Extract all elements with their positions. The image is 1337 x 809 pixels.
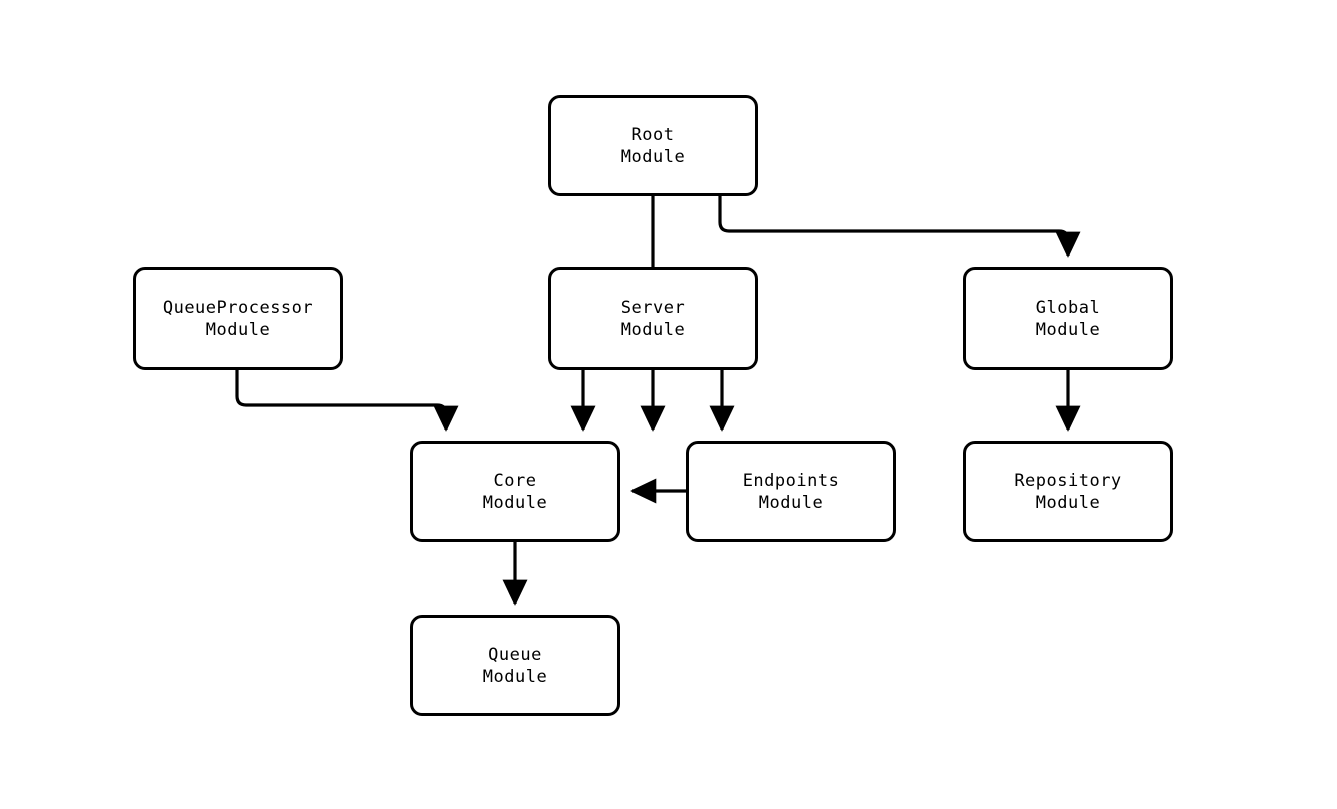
node-core-module[interactable]: Core Module bbox=[410, 441, 620, 542]
node-queueprocessor-module[interactable]: QueueProcessor Module bbox=[133, 267, 343, 370]
node-queueprocessor-module-line1: QueueProcessor bbox=[162, 297, 314, 318]
node-queue-module-line2: Module bbox=[482, 666, 548, 687]
edge-root-to-global bbox=[718, 196, 1081, 258]
node-root-module[interactable]: Root Module bbox=[548, 95, 758, 196]
node-root-module-line1: Root bbox=[631, 124, 675, 145]
node-core-module-line2: Module bbox=[482, 492, 548, 513]
node-server-module[interactable]: Server Module bbox=[548, 267, 758, 370]
node-root-module-line2: Module bbox=[620, 146, 686, 167]
node-global-module[interactable]: Global Module bbox=[963, 267, 1173, 370]
node-queueprocessor-module-line2: Module bbox=[205, 319, 271, 340]
node-queue-module-line1: Queue bbox=[488, 644, 542, 665]
node-global-module-line1: Global bbox=[1035, 297, 1101, 318]
node-queue-module[interactable]: Queue Module bbox=[410, 615, 620, 716]
node-endpoints-module-line2: Module bbox=[758, 492, 824, 513]
node-repository-module-line1: Repository bbox=[1014, 470, 1122, 491]
node-server-module-line2: Module bbox=[620, 319, 686, 340]
node-endpoints-module-line1: Endpoints bbox=[742, 470, 840, 491]
node-repository-module[interactable]: Repository Module bbox=[963, 441, 1173, 542]
node-global-module-line2: Module bbox=[1035, 319, 1101, 340]
node-server-module-line1: Server bbox=[620, 297, 686, 318]
edge-queueprocessor-to-core bbox=[235, 370, 459, 432]
node-core-module-line1: Core bbox=[493, 470, 537, 491]
node-repository-module-line2: Module bbox=[1035, 492, 1101, 513]
node-endpoints-module[interactable]: Endpoints Module bbox=[686, 441, 896, 542]
